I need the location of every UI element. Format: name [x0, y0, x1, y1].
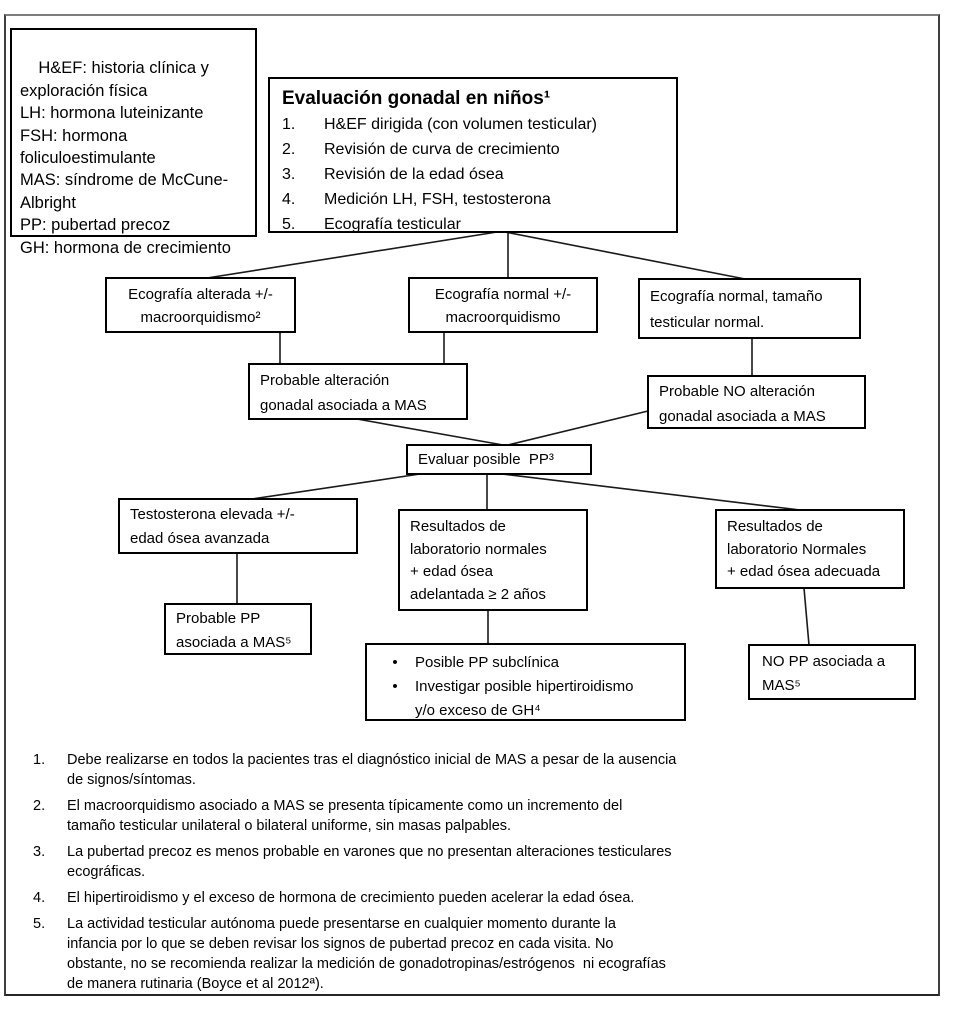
item-text: Ecografía testicular — [324, 216, 461, 233]
footnote-number: 4. — [33, 890, 46, 906]
footnotes-list: 1. Debe realizarse en todos la pacientes… — [33, 750, 733, 1000]
node-probable-no-alteracion-gonadal: Probable NO alteración gonadal asociada … — [647, 375, 866, 429]
item-text: Medición LH, FSH, testosterona — [324, 191, 551, 208]
node-ecografia-normal-macroorquidismo: Ecografía normal +/- macroorquidismo — [408, 277, 598, 333]
connector-line — [251, 473, 421, 500]
item-text: Revisión de curva de crecimiento — [324, 141, 560, 158]
item-number: 5. — [282, 216, 296, 233]
bullet-marker: • — [392, 678, 398, 695]
main-box-item: 4. Medición LH, FSH, testosterona — [282, 187, 664, 212]
footnote-item: 5. La actividad testicular autónoma pued… — [33, 914, 733, 994]
footnote-item: 1. Debe realizarse en todos la pacientes… — [33, 750, 733, 790]
node-no-pp-mas: NO PP asociada a MAS⁵ — [748, 644, 916, 700]
main-box-item: 3. Revisión de la edad ósea — [282, 162, 664, 187]
footnote-number: 3. — [33, 844, 46, 860]
main-box-item: 1. H&EF dirigida (con volumen testicular… — [282, 112, 664, 137]
connector-line — [206, 231, 498, 279]
main-evaluation-box: Evaluación gonadal en niños¹ 1. H&EF dir… — [268, 77, 678, 233]
footnote-text: El hipertiroidismo y el exceso de hormon… — [67, 890, 635, 906]
footnote-item: 3. La pubertad precoz es menos probable … — [33, 842, 733, 882]
connector-line — [501, 473, 801, 511]
page-border-frame — [4, 14, 940, 996]
footnote-text: La actividad testicular autónoma puede p… — [67, 916, 666, 992]
main-box-title: Evaluación gonadal en niños¹ — [282, 88, 551, 109]
node-ecografia-alterada: Ecografía alterada +/- macroorquidismo² — [105, 277, 296, 333]
item-number: 3. — [282, 166, 296, 183]
node-ecografia-normal-tamano-normal: Ecografía normal, tamaño testicular norm… — [638, 278, 861, 339]
connector-line — [507, 410, 649, 446]
connector-line — [803, 587, 810, 646]
node-posible-pp-subclinica: • Posible PP subclínica • Investigar pos… — [365, 643, 686, 721]
node-testosterona-elevada: Testosterona elevada +/- edad ósea avanz… — [118, 498, 358, 554]
item-number: 1. — [282, 116, 296, 133]
item-number: 4. — [282, 191, 296, 208]
bullet-text: Posible PP subclínica — [415, 654, 559, 671]
footnote-text: Debe realizarse en todos la pacientes tr… — [67, 752, 677, 788]
connector-line — [356, 418, 504, 446]
item-text: Revisión de la edad ósea — [324, 166, 504, 183]
bullet-item: • Investigar posible hipertiroidismo y/o… — [375, 675, 676, 723]
item-text: H&EF dirigida (con volumen testicular) — [324, 116, 597, 133]
node-laboratorio-normal-edad-adelantada: Resultados de laboratorio normales + eda… — [398, 509, 588, 611]
legend-box: H&EF: historia clínica y exploración fís… — [10, 28, 257, 257]
bullet-item: • Posible PP subclínica — [375, 651, 676, 675]
footnote-text: La pubertad precoz es menos probable en … — [67, 844, 672, 880]
legend-text: H&EF: historia clínica y exploración fís… — [20, 59, 231, 257]
footnote-number: 1. — [33, 752, 46, 768]
bullet-marker: • — [392, 654, 398, 671]
connector-line — [504, 231, 746, 280]
item-number: 2. — [282, 141, 296, 158]
node-probable-alteracion-gonadal: Probable alteración gonadal asociada a M… — [248, 363, 468, 420]
node-evaluar-posible-pp: Evaluar posible PP³ — [406, 444, 592, 475]
main-box-item: 2. Revisión de curva de crecimiento — [282, 137, 664, 162]
node-probable-pp-mas: Probable PP asociada a MAS⁵ — [164, 603, 312, 655]
footnote-item: 2. El macroorquidismo asociado a MAS se … — [33, 796, 733, 836]
footnote-text: El macroorquidismo asociado a MAS se pre… — [67, 798, 623, 834]
node-laboratorio-normal-edad-adecuada: Resultados de laboratorio Normales + eda… — [715, 509, 905, 589]
bullet-text: Investigar posible hipertiroidismo y/o e… — [415, 678, 634, 719]
footnote-number: 5. — [33, 916, 46, 932]
main-box-item: 5. Ecografía testicular — [282, 212, 664, 237]
footnote-number: 2. — [33, 798, 46, 814]
footnote-item: 4. El hipertiroidismo y el exceso de hor… — [33, 888, 733, 908]
